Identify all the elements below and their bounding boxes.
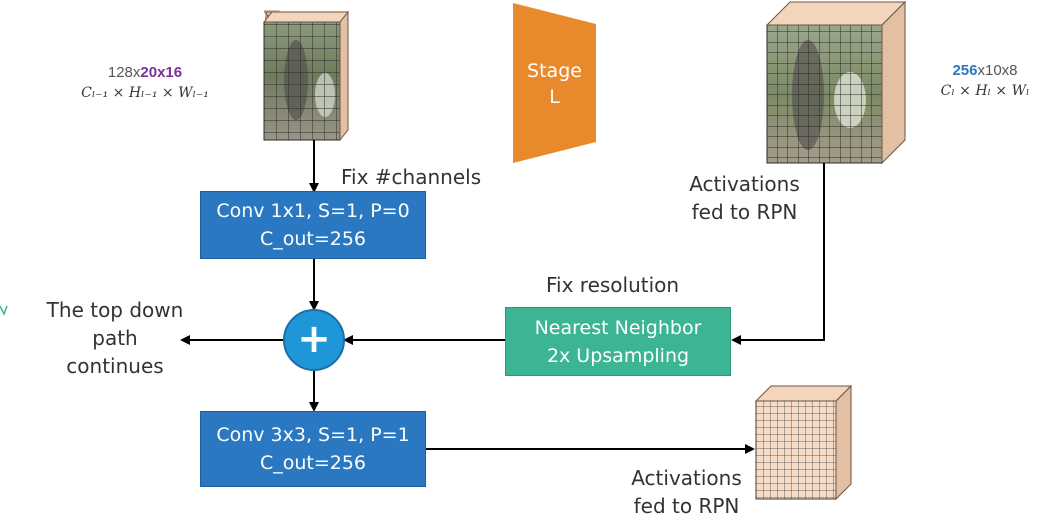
stage-label: Stage L [513, 58, 596, 110]
output-tensor-cube [765, 0, 907, 165]
output-size-highlight: 256 [952, 62, 978, 79]
input-formula: Cₗ₋₁ × Hₗ₋₁ × Wₗ₋₁ [81, 85, 209, 101]
activations-top-label: Activations fed to RPN [672, 170, 817, 226]
conv3x3-block: Conv 3x3, S=1, P=1 C_out=256 [200, 411, 426, 487]
green-tick-icon [0, 305, 8, 316]
conv1x1-block: Conv 1x1, S=1, P=0 C_out=256 [200, 191, 426, 259]
top-down-label: The top down path continues [35, 296, 195, 380]
upsampling-block: Nearest Neighbor 2x Upsampling [505, 307, 731, 376]
stage-block [513, 3, 596, 163]
add-node [283, 309, 345, 371]
upsampling-line1: Nearest Neighbor [534, 316, 702, 339]
connector-arrows [180, 140, 825, 454]
top-down-line2: path [92, 326, 138, 350]
input-size-highlight: 20x16 [140, 64, 183, 81]
fix-channels-label: Fix #channels [341, 165, 482, 189]
activations-top-line1: Activations [689, 172, 800, 196]
stage-label-line1: Stage [527, 60, 582, 82]
fix-resolution-label: Fix resolution [546, 273, 680, 297]
plus-icon: + [297, 316, 331, 362]
activations-bottom-line2: fed to RPN [633, 494, 740, 518]
input-tensor-label: 128x20x16 Cₗ₋₁ × Hₗ₋₁ × Wₗ₋₁ [50, 63, 240, 103]
output-tensor-label: 256x10x8 Cₗ × Hₗ × Wₗ [910, 61, 1060, 101]
output-formula: Cₗ × Hₗ × Wₗ [940, 83, 1030, 99]
top-down-line3: continues [66, 354, 164, 378]
conv3x3-line1: Conv 3x3, S=1, P=1 [216, 424, 410, 446]
top-down-line1: The top down [46, 298, 184, 322]
conv3x3-line2: C_out=256 [259, 452, 367, 474]
rpn-output-cube [754, 384, 853, 501]
conv1x1-line2: C_out=256 [259, 228, 367, 250]
stage-label-line2: L [549, 86, 560, 108]
input-size: 128x20x16 [107, 64, 183, 81]
conv1x1-line1: Conv 1x1, S=1, P=0 [216, 200, 410, 222]
activations-bottom-line1: Activations [631, 466, 742, 490]
upsampling-line2: 2x Upsampling [546, 344, 690, 367]
output-size: 256x10x8 [952, 62, 1018, 79]
input-tensor-cube [262, 10, 350, 142]
activations-top-line2: fed to RPN [691, 200, 798, 224]
activations-bottom-label: Activations fed to RPN [614, 464, 759, 520]
